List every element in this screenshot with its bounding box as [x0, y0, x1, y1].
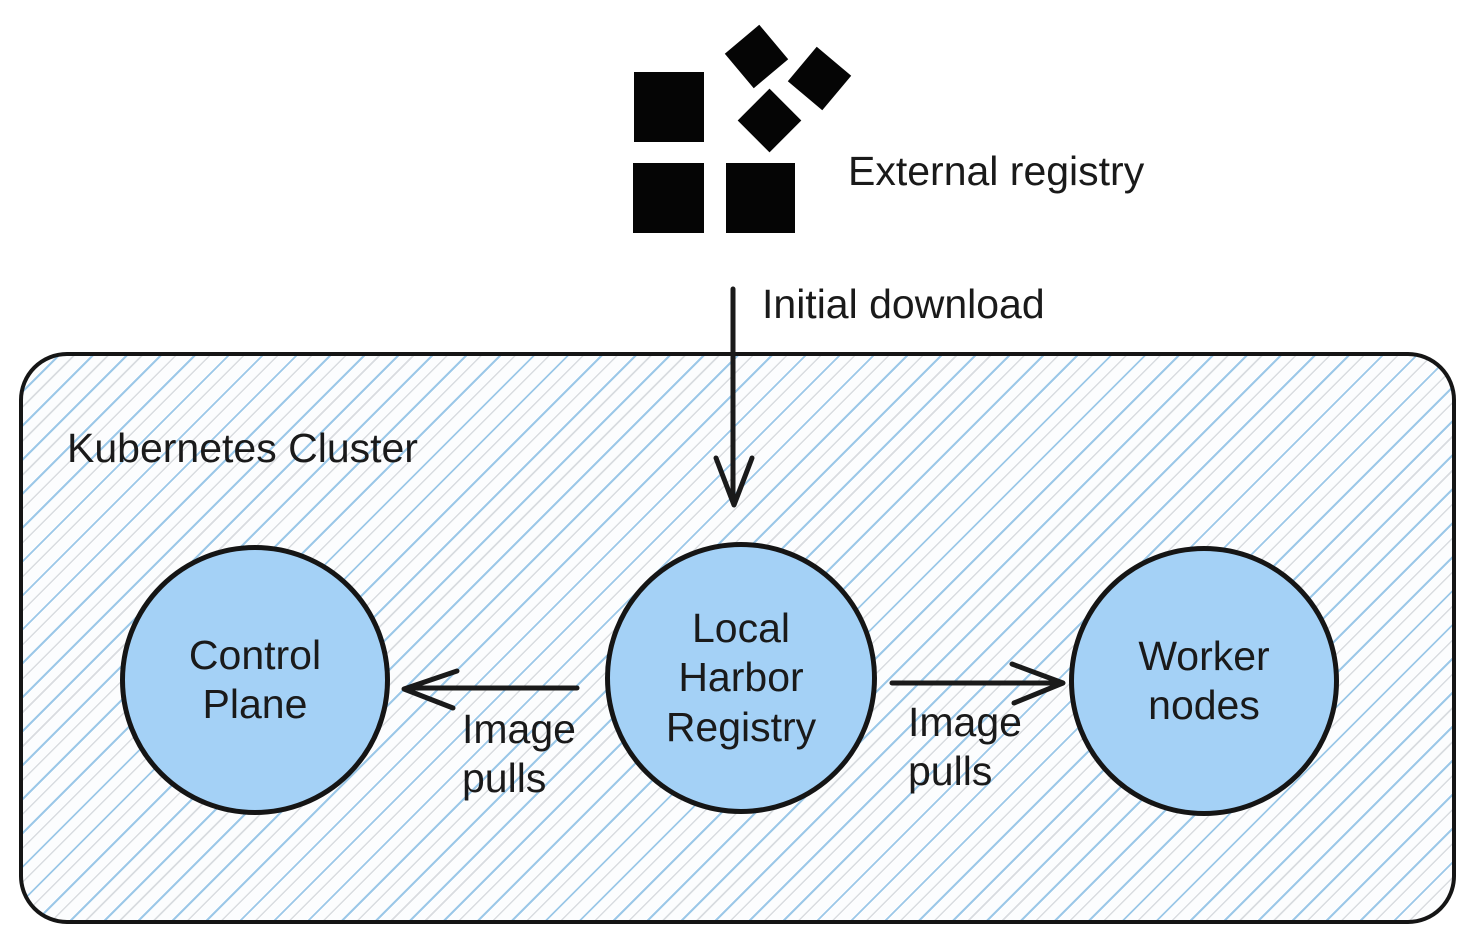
registry-icon-square	[726, 163, 795, 233]
initial-download-label: Initial download	[762, 281, 1045, 327]
node-worker-nodes: Worker nodes	[1069, 546, 1339, 816]
external-registry-label: External registry	[848, 148, 1145, 194]
node-local-harbor-registry-label: Local Harbor Registry	[665, 605, 817, 750]
registry-icon-diamond	[787, 46, 852, 111]
registry-icon-square	[634, 72, 704, 142]
registry-icon-diamond	[724, 24, 789, 89]
image-pulls-left-label: Image pulls	[462, 706, 576, 802]
node-worker-nodes-label: Worker nodes	[1138, 632, 1270, 728]
kubernetes-cluster-label: Kubernetes Cluster	[67, 425, 418, 471]
node-control-plane: Control Plane	[120, 545, 390, 815]
node-local-harbor-registry: Local Harbor Registry	[605, 542, 877, 814]
node-control-plane-label: Control Plane	[188, 631, 322, 727]
registry-icon-diamond	[737, 88, 802, 153]
registry-icon-square	[633, 163, 704, 233]
image-pulls-right-label: Image pulls	[908, 699, 1022, 795]
